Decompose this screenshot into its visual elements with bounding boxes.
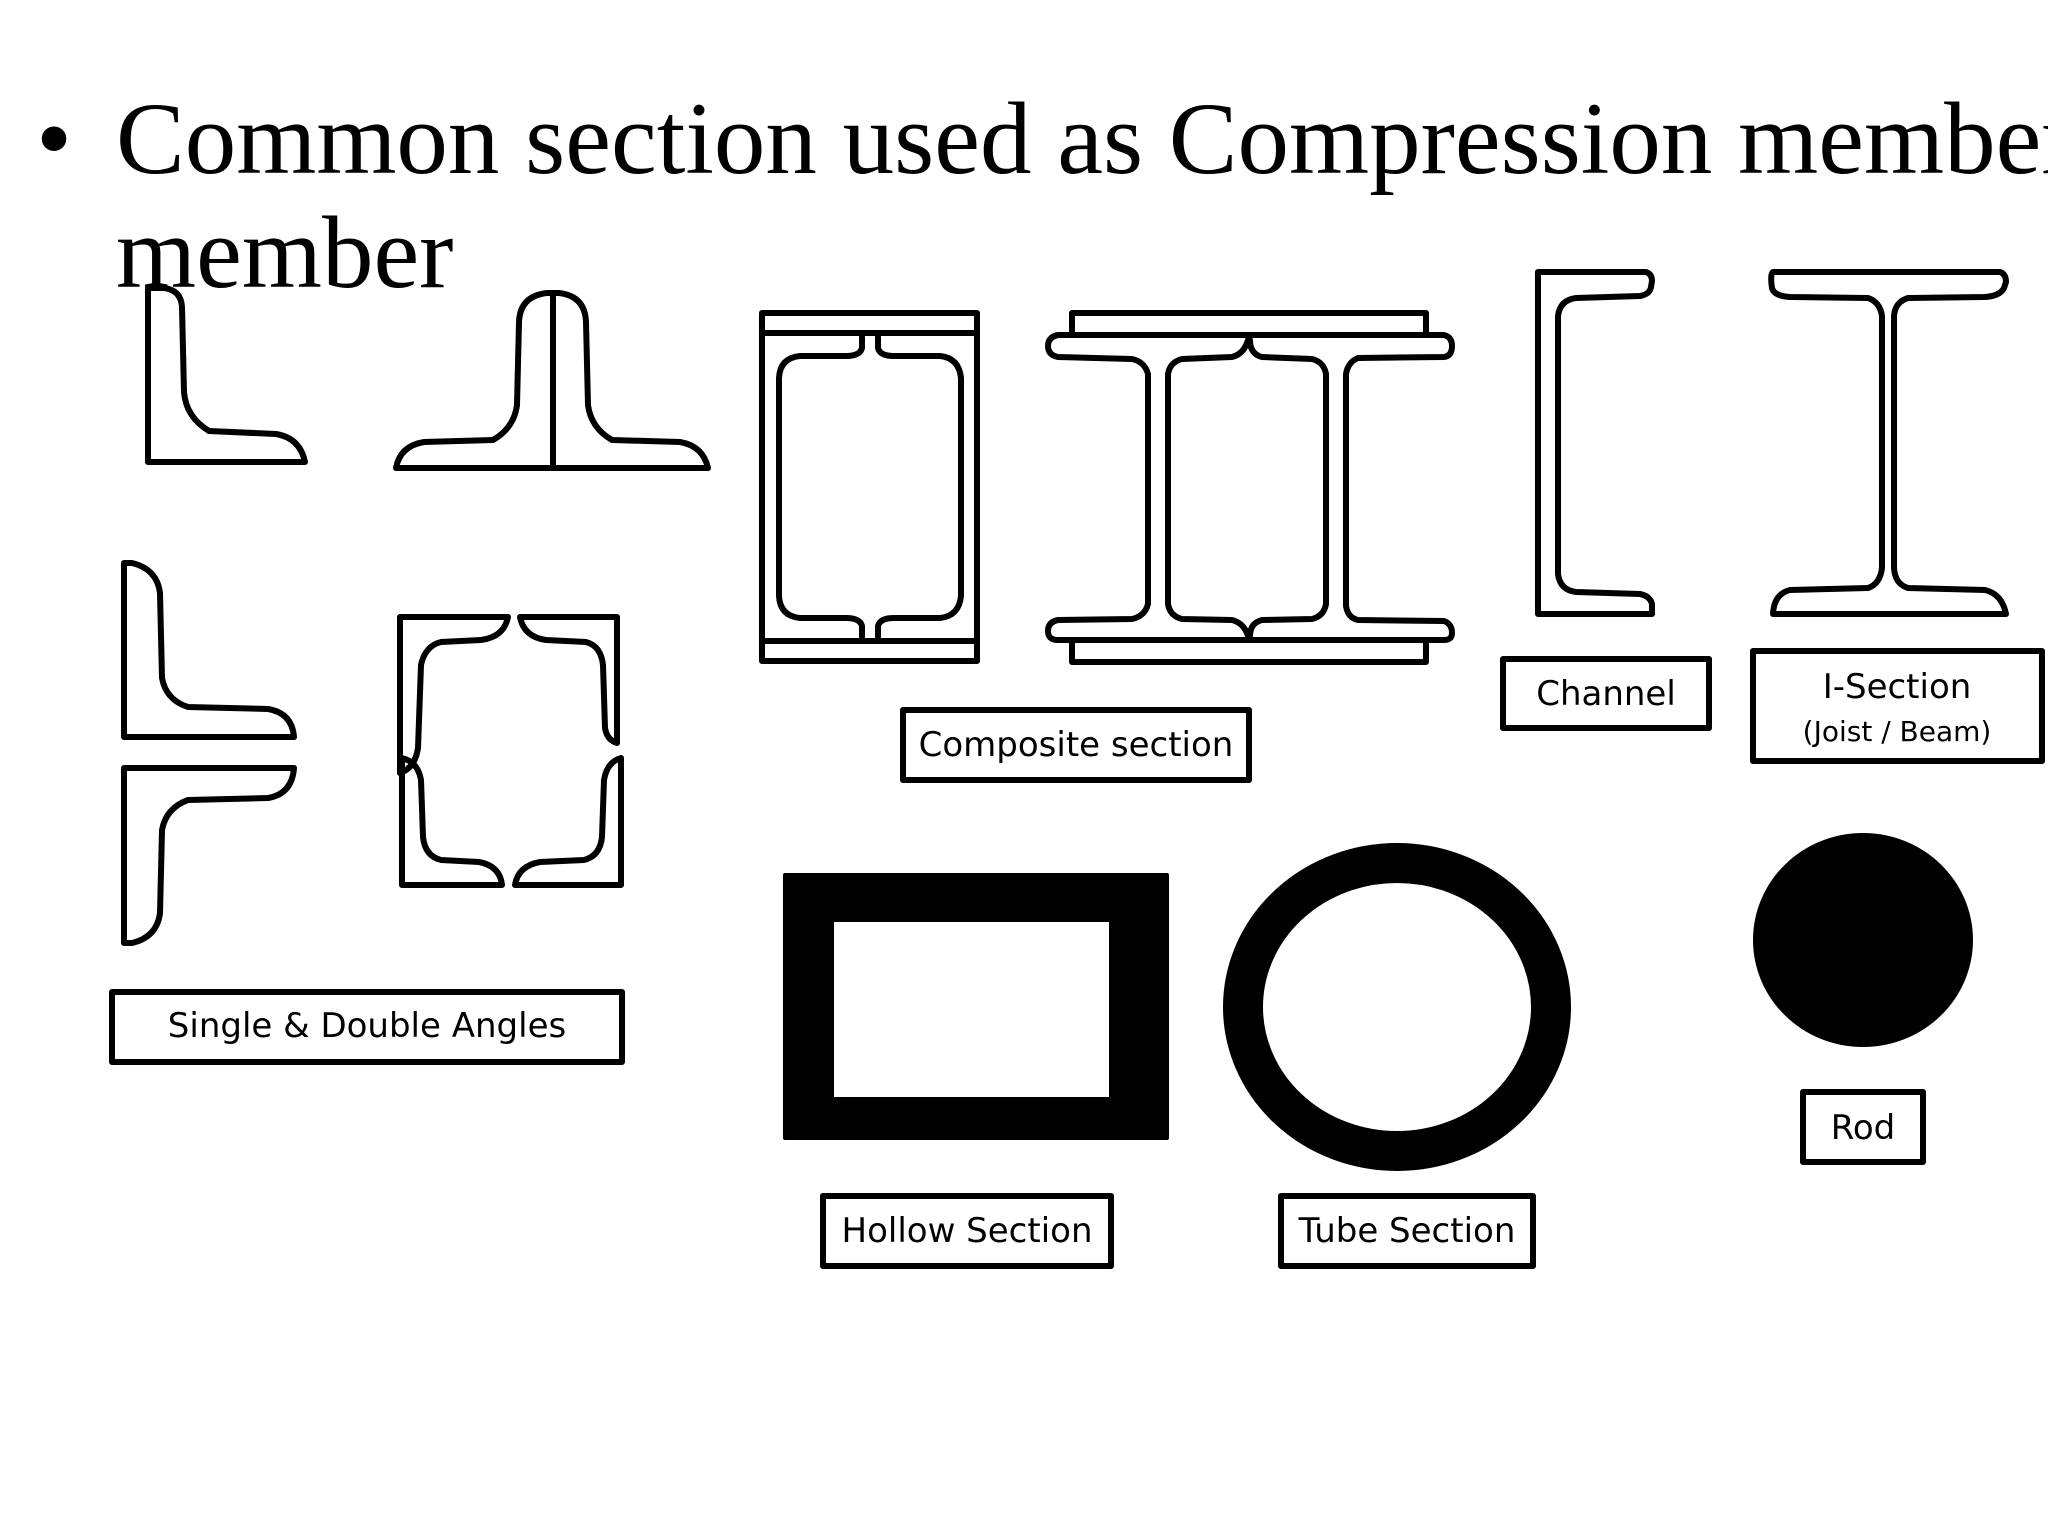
channel-label-box: Channel [1500, 656, 1712, 731]
double-angle-back-to-back-shape [393, 290, 711, 471]
bullet-point: • [36, 82, 73, 196]
angles-label-box: Single & Double Angles [109, 989, 625, 1065]
title-line-1: Common section used as Compression membe… [116, 82, 2048, 196]
angles-label-text: Single & Double Angles [168, 1006, 566, 1046]
i-section-label-text: I-Section [1823, 667, 1972, 707]
title-text: Common section used as Compression membe… [116, 82, 2048, 310]
i-section-label-box: I-Section (Joist / Beam) [1750, 648, 2045, 764]
i-section-sublabel-text: (Joist / Beam) [1803, 715, 1992, 748]
channel-label-text: Channel [1536, 674, 1676, 714]
four-angles-box-shape [397, 614, 624, 888]
tube-section-shape [1223, 843, 1571, 1171]
hollow-label-box: Hollow Section [820, 1193, 1114, 1269]
tube-label-box: Tube Section [1278, 1193, 1536, 1269]
composite-label-text: Composite section [919, 725, 1234, 765]
composite-two-channels-shape [759, 310, 980, 664]
i-section-shape [1768, 269, 2009, 617]
hollow-label-text: Hollow Section [842, 1211, 1093, 1251]
channel-shape [1535, 269, 1655, 617]
tube-label-text: Tube Section [1298, 1211, 1516, 1251]
rod-label-box: Rod [1800, 1089, 1926, 1165]
composite-two-i-beams-shape [1045, 310, 1455, 665]
composite-label-box: Composite section [900, 707, 1252, 783]
hollow-section-shape [783, 873, 1169, 1140]
double-angle-star-shape [121, 560, 297, 946]
rod-label-text: Rod [1831, 1108, 1895, 1148]
single-angle-shape [145, 285, 308, 465]
rod-shape [1753, 833, 1973, 1047]
